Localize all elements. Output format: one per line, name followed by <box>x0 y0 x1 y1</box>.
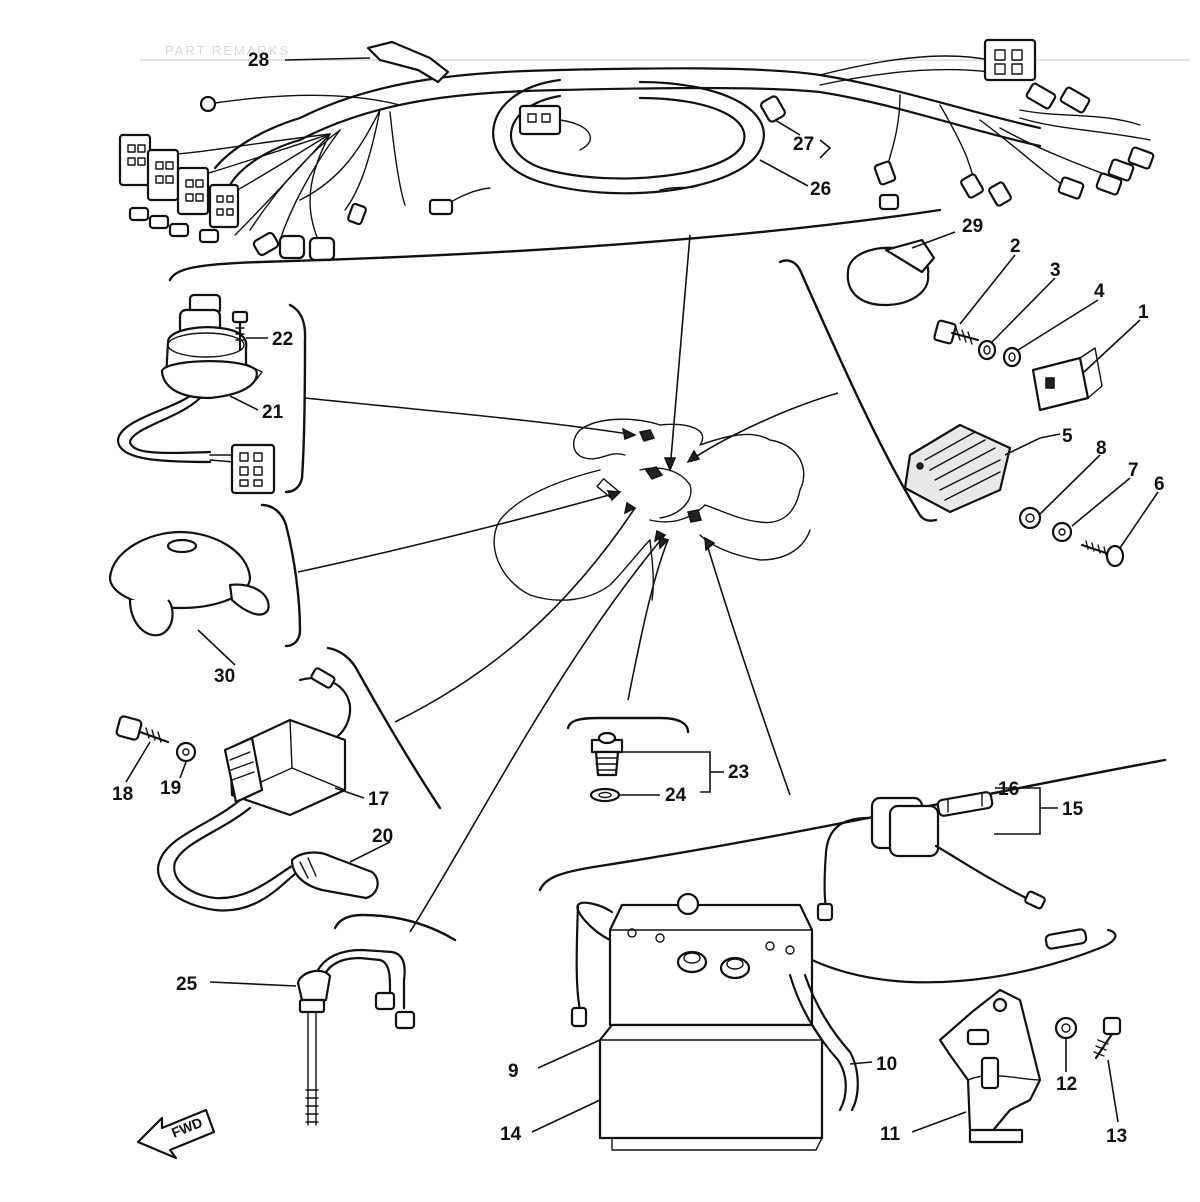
part-label-5: 5 <box>1062 426 1073 447</box>
part-label-26: 26 <box>810 179 831 200</box>
horn-assembly <box>108 503 302 648</box>
main-switch-assembly <box>116 293 307 495</box>
part-label-14: 14 <box>500 1124 522 1145</box>
forward-direction-indicator: FWD <box>136 1108 216 1160</box>
part-label-15: 15 <box>1062 799 1084 820</box>
battery-assembly <box>538 758 1167 1151</box>
ghost-header-text: PART REMARKS <box>165 43 290 58</box>
wire-harness <box>118 38 1155 282</box>
part-label-21: 21 <box>262 402 284 423</box>
part-label-16: 16 <box>998 779 1019 800</box>
ignition-coil-assembly <box>115 646 442 912</box>
part-label-11: 11 <box>880 1124 901 1145</box>
part-label-29: 29 <box>962 216 983 237</box>
part-label-13: 13 <box>1106 1126 1127 1147</box>
callout-leaders <box>125 57 1159 1133</box>
leader-lines <box>297 234 839 933</box>
part-label-2: 2 <box>1010 236 1021 257</box>
part-label-25: 25 <box>176 974 198 995</box>
part-label-1: 1 <box>1138 302 1149 323</box>
part-label-12: 12 <box>1056 1074 1077 1095</box>
part-label-20: 20 <box>372 826 393 847</box>
part-label-18: 18 <box>112 784 133 805</box>
part-label-30: 30 <box>214 666 235 687</box>
part-label-4: 4 <box>1094 281 1105 302</box>
part-label-27: 27 <box>793 134 814 155</box>
frame-outline <box>493 418 811 601</box>
part-label-17: 17 <box>368 789 389 810</box>
part-label-19: 19 <box>160 778 181 799</box>
part-label-28: 28 <box>248 50 269 71</box>
part-label-22: 22 <box>272 329 293 350</box>
part-label-24: 24 <box>665 785 687 806</box>
part-label-7: 7 <box>1128 460 1139 481</box>
relay-assembly <box>778 238 1125 568</box>
neutral-switch-assembly <box>566 716 690 803</box>
part-label-9: 9 <box>508 1061 519 1082</box>
part-label-23: 23 <box>728 762 749 783</box>
part-label-10: 10 <box>876 1054 897 1075</box>
part-number-labels: 28 27 26 22 21 29 2 3 4 1 5 8 7 6 30 18 … <box>112 50 1165 1147</box>
sensor-assembly <box>296 913 457 1126</box>
part-label-8: 8 <box>1096 438 1107 459</box>
part-label-6: 6 <box>1154 474 1165 495</box>
part-label-3: 3 <box>1050 260 1061 281</box>
